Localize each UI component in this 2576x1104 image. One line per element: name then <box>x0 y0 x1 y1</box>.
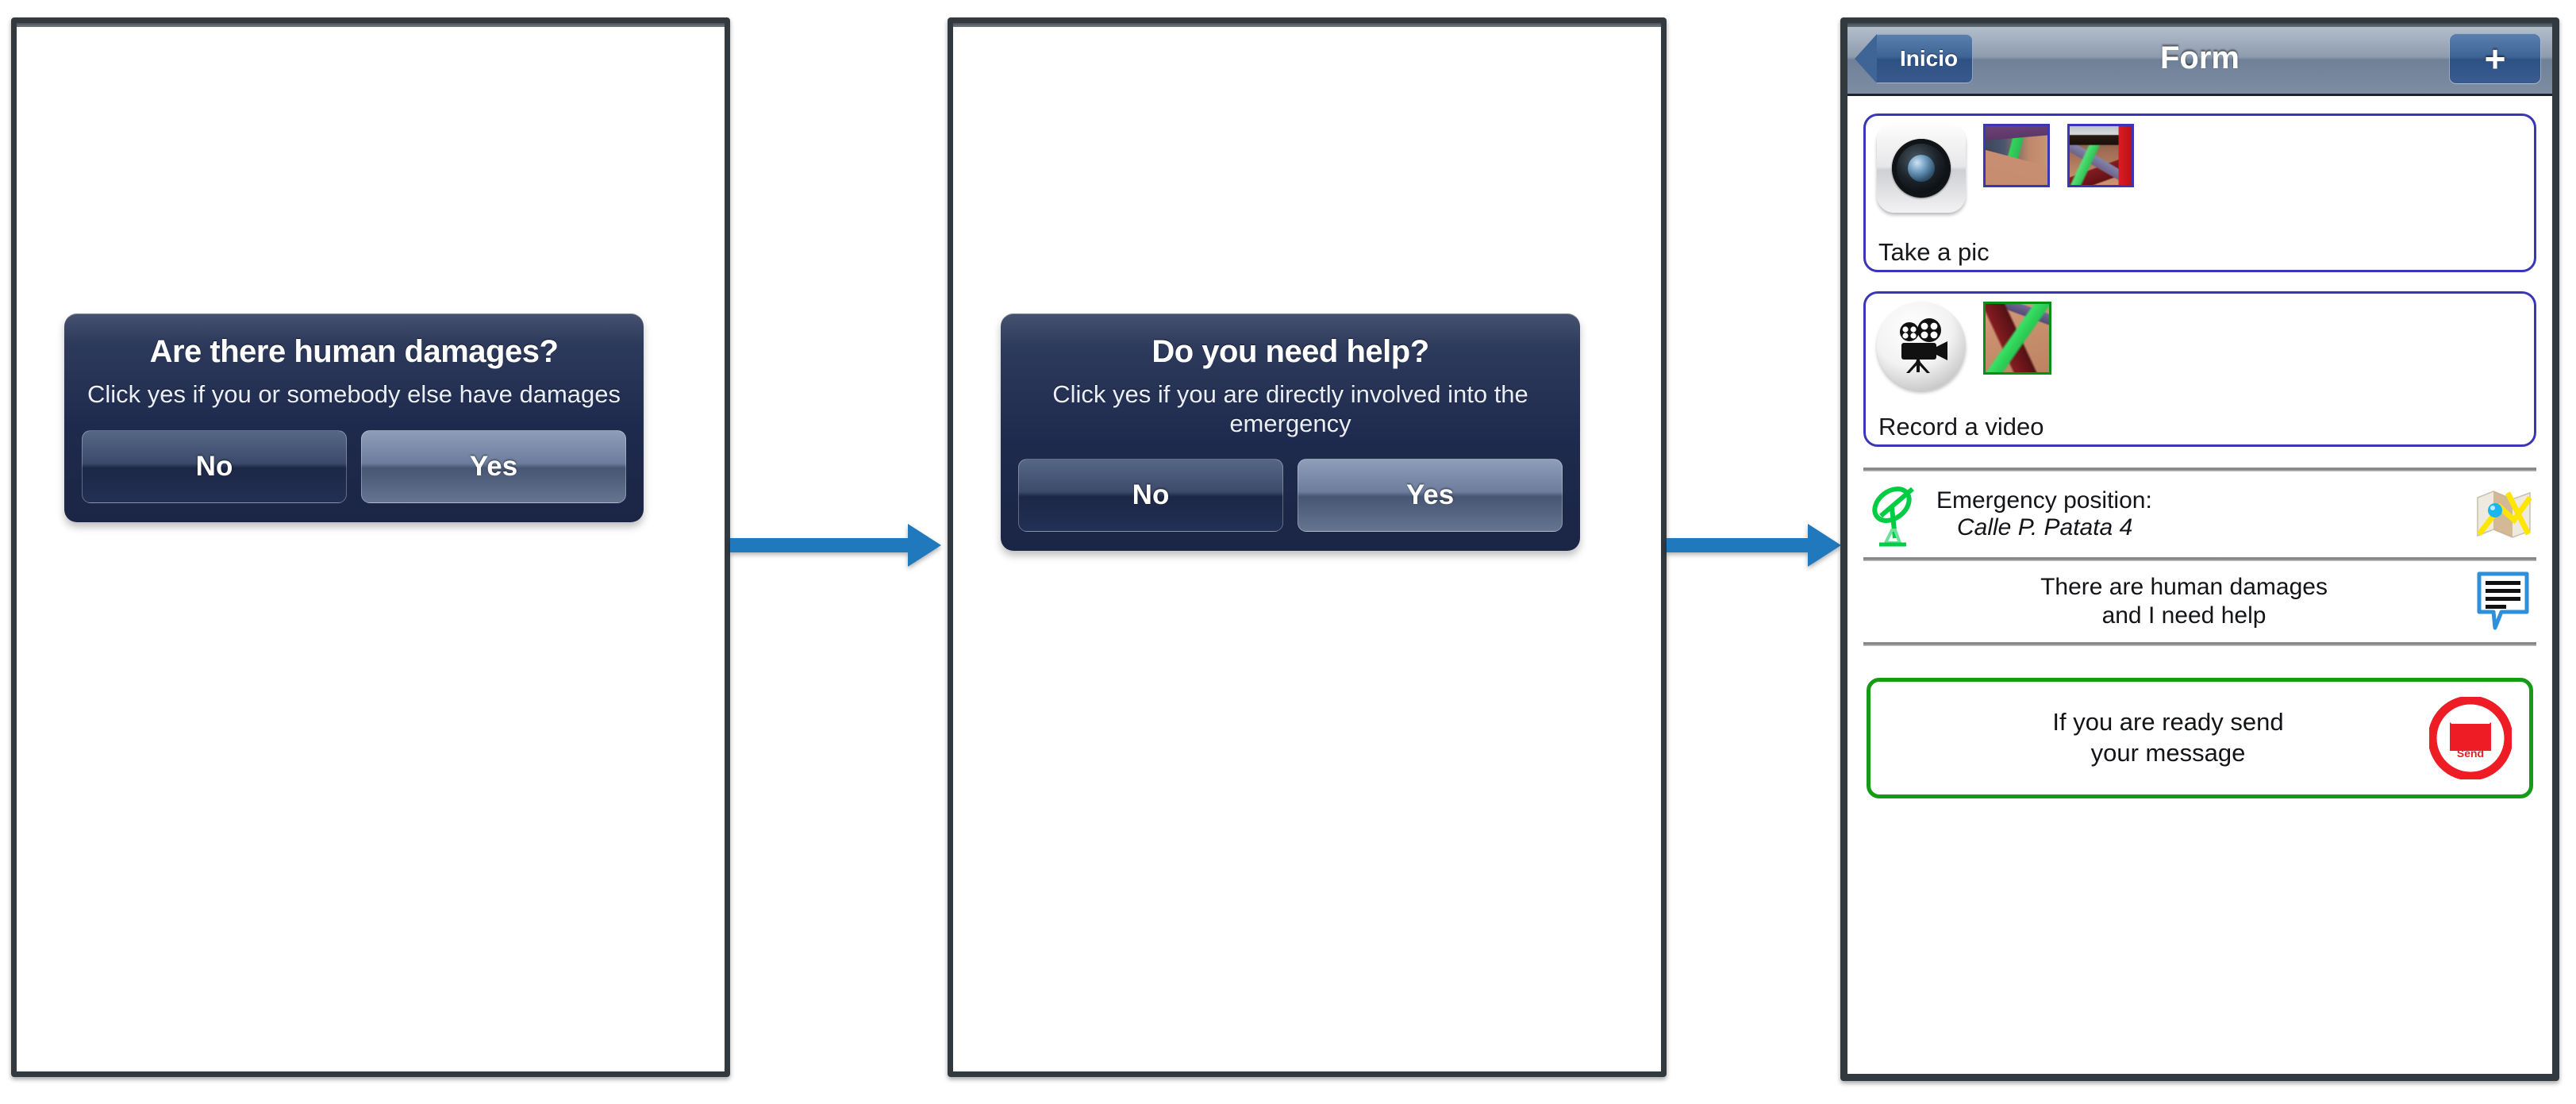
divider <box>1863 557 2536 561</box>
emergency-position-label: Emergency position: <box>1936 487 2152 514</box>
divider <box>1863 642 2536 646</box>
send-message-text: If you are ready send your message <box>1878 707 2429 769</box>
dialog-title: Are there human damages? <box>149 334 559 369</box>
phone-screen-1: Are there human damages? Click yes if yo… <box>11 17 730 1077</box>
take-a-pic-card[interactable]: Take a pic <box>1863 113 2536 272</box>
form-screen: Inicio Form + Take <box>1847 23 2552 1074</box>
navigation-bar: Inicio Form + <box>1847 23 2552 96</box>
emergency-position-text: Emergency position: Calle P. Patata 4 <box>1936 487 2152 540</box>
dialog-button-row: No Yes <box>82 429 626 503</box>
svg-text:Send: Send <box>2457 747 2484 760</box>
take-a-pic-label: Take a pic <box>1878 238 1990 266</box>
video-thumbnail[interactable] <box>1983 302 2051 375</box>
record-a-video-row <box>1877 302 2523 390</box>
damages-line-2: and I need help <box>2101 602 2266 629</box>
arrow-head-icon <box>908 524 941 567</box>
need-help-dialog: Do you need help? Click yes if you are d… <box>1001 314 1580 552</box>
take-a-pic-row <box>1877 124 2523 213</box>
speech-bubble-icon <box>2477 571 2529 630</box>
satellite-dish-icon <box>1872 487 1914 547</box>
emergency-position-row[interactable]: Emergency position: Calle P. Patata 4 <box>1863 471 2536 557</box>
flow-arrow-2 <box>1667 524 1841 567</box>
send-line-1: If you are ready send <box>2052 708 2284 737</box>
no-button[interactable]: No <box>1018 459 1283 533</box>
human-damages-dialog: Are there human damages? Click yes if yo… <box>64 314 644 522</box>
camera-lens-icon <box>1892 139 1951 198</box>
phone-screen-2: Do you need help? Click yes if you are d… <box>948 17 1667 1077</box>
photo-thumbnail[interactable] <box>2067 124 2134 187</box>
map-icon <box>2477 490 2532 538</box>
damages-summary-row[interactable]: There are human damages and I need help <box>1863 561 2536 642</box>
arrow-shaft <box>1667 538 1809 552</box>
send-message-card[interactable]: If you are ready send your message Send <box>1867 678 2533 798</box>
yes-button[interactable]: Yes <box>1298 459 1563 533</box>
record-a-video-card[interactable]: Record a video <box>1863 291 2536 447</box>
video-camera-icon[interactable] <box>1877 302 1966 390</box>
dialog-subtitle: Click yes if you or somebody else have d… <box>87 380 621 408</box>
camera-icon[interactable] <box>1877 124 1966 213</box>
damages-summary-text: There are human damages and I need help <box>1868 573 2463 630</box>
add-button[interactable]: + <box>2449 33 2541 84</box>
back-button[interactable]: Inicio <box>1854 33 1974 83</box>
form-content: Take a pic <box>1847 96 2552 1074</box>
arrow-shaft <box>730 538 909 552</box>
emergency-position-value: Calle P. Patata 4 <box>1957 514 2133 540</box>
send-line-2: your message <box>2090 739 2246 767</box>
dialog-subtitle: Click yes if you are directly involved i… <box>1052 380 1528 437</box>
no-button[interactable]: No <box>82 429 347 503</box>
record-a-video-label: Record a video <box>1878 413 2044 440</box>
yes-button[interactable]: Yes <box>361 429 626 503</box>
phone-screen-3: Inicio Form + Take <box>1840 17 2559 1081</box>
dialog-button-row: No Yes <box>1018 459 1563 533</box>
flow-arrow-1 <box>730 524 941 567</box>
damages-line-1: There are human damages <box>2040 574 2328 600</box>
divider <box>1863 467 2536 471</box>
arrow-head-icon <box>1808 524 1841 567</box>
camera-lens-inner-icon <box>1908 155 1935 182</box>
dialog-title: Do you need help? <box>1152 334 1429 369</box>
photo-thumbnail[interactable] <box>1983 124 2050 187</box>
send-mail-icon: Send <box>2429 697 2512 779</box>
